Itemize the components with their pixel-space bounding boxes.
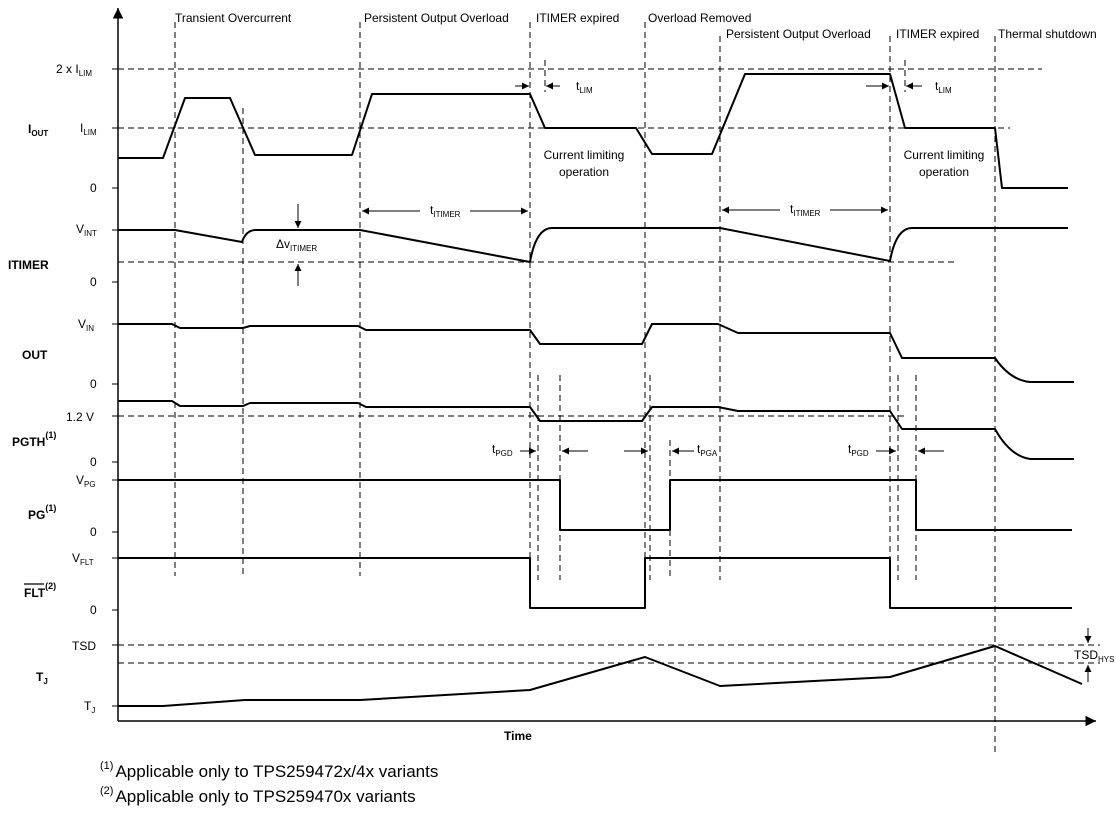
current-limiting-1-line2: operation bbox=[559, 165, 609, 179]
level-zero-pgth: 0 bbox=[90, 455, 97, 469]
level-vpg: VPG bbox=[76, 473, 96, 489]
tpgd-label-1: tPGD bbox=[492, 442, 513, 458]
timing-annotations: tLIM tLIM tITIMER tITIMER ΔvITIMER Curre… bbox=[276, 60, 1114, 682]
axis-ticks bbox=[112, 68, 118, 707]
titimer-label-1: tITIMER bbox=[430, 203, 461, 219]
tlim-label-1: tLIM bbox=[576, 79, 593, 95]
time-axis-label: Time bbox=[504, 729, 532, 743]
current-limiting-2-line2: operation bbox=[919, 165, 969, 179]
signal-pg: PG(1) bbox=[28, 503, 56, 522]
tpga-label: tPGA bbox=[697, 442, 718, 458]
tsdhys-label: TSDHYS bbox=[1074, 648, 1114, 664]
level-zero-flt: 0 bbox=[90, 603, 97, 617]
level-tj: TJ bbox=[84, 699, 95, 715]
signal-out: OUT bbox=[22, 348, 48, 362]
event-label-persistent-1: Persistent Output Overload bbox=[364, 11, 509, 25]
level-zero-pg: 0 bbox=[90, 525, 97, 539]
level-2ilim: 2 x ILIM bbox=[56, 62, 92, 78]
level-zero-out: 0 bbox=[90, 377, 97, 391]
signal-tj: TJ bbox=[36, 670, 48, 686]
signal-iout: IOUT bbox=[28, 122, 48, 138]
reference-lines bbox=[118, 68, 1100, 664]
event-markers bbox=[174, 22, 996, 752]
waveform-pgth bbox=[118, 400, 1074, 460]
event-label-persistent-2: Persistent Output Overload bbox=[726, 27, 871, 41]
event-label-expired-1: ITIMER expired bbox=[536, 11, 619, 25]
level-zero-iout: 0 bbox=[90, 181, 97, 195]
waveform-itimer bbox=[118, 227, 1068, 263]
footnote-2: (2)Applicable only to TPS259470x variant… bbox=[100, 785, 416, 806]
waveform-pg bbox=[118, 479, 1072, 531]
signal-names: IOUT ITIMER OUT PGTH(1) PG(1) FLT(2) TJ bbox=[8, 122, 56, 686]
event-labels: Transient Overcurrent Persistent Output … bbox=[175, 11, 1097, 41]
waveforms bbox=[118, 73, 1083, 707]
titimer-label-2: tITIMER bbox=[790, 202, 821, 218]
dvitimer-label: ΔvITIMER bbox=[276, 237, 317, 253]
level-ilim: ILIM bbox=[80, 121, 97, 137]
level-vint: VINT bbox=[76, 222, 97, 238]
waveform-flt bbox=[118, 557, 1072, 609]
footnote-1: (1)Applicable only to TPS259472x/4x vari… bbox=[100, 760, 438, 781]
footnotes: (1)Applicable only to TPS259472x/4x vari… bbox=[100, 760, 438, 806]
level-vflt: VFLT bbox=[72, 551, 94, 567]
signal-flt: FLT(2) bbox=[24, 581, 56, 600]
waveform-tj bbox=[118, 645, 1083, 707]
event-label-transient: Transient Overcurrent bbox=[175, 11, 292, 25]
signal-itimer: ITIMER bbox=[8, 258, 49, 272]
signal-pgth: PGTH(1) bbox=[12, 430, 56, 449]
level-zero-itimer: 0 bbox=[90, 275, 97, 289]
level-labels: 2 x ILIM ILIM 0 VINT 0 VIN 0 1.2 V 0 VPG… bbox=[56, 62, 97, 715]
waveform-iout bbox=[118, 73, 1068, 189]
event-label-removed: Overload Removed bbox=[648, 11, 751, 25]
level-tsd: TSD bbox=[72, 639, 96, 653]
level-vin: VIN bbox=[78, 317, 94, 333]
waveform-out bbox=[118, 323, 1074, 383]
level-1v2: 1.2 V bbox=[66, 410, 94, 424]
event-label-thermal: Thermal shutdown bbox=[998, 27, 1097, 41]
event-label-expired-2: ITIMER expired bbox=[896, 27, 979, 41]
current-limiting-2-line1: Current limiting bbox=[904, 148, 985, 162]
tlim-label-2: tLIM bbox=[935, 79, 952, 95]
current-limiting-1-line1: Current limiting bbox=[544, 148, 625, 162]
tpgd-label-2: tPGD bbox=[848, 442, 869, 458]
